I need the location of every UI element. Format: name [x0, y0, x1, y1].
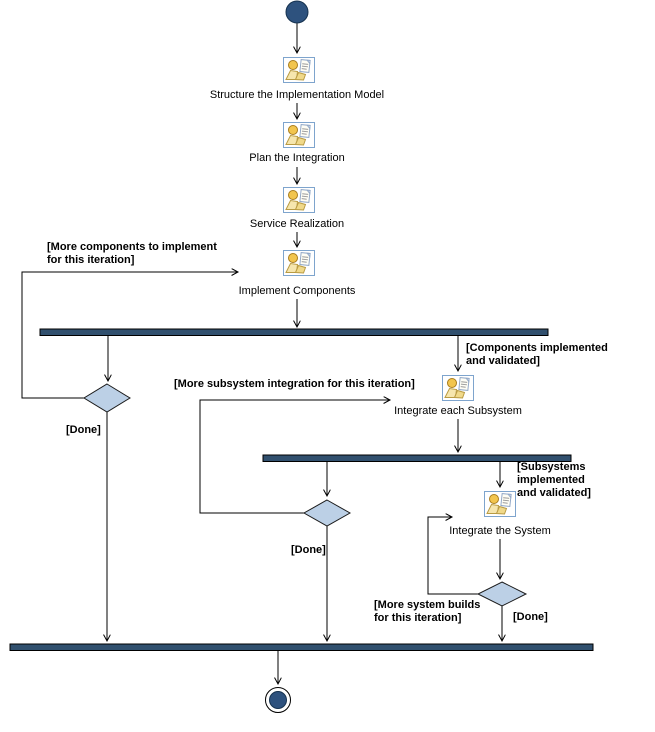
join-bar-bottom: [9, 643, 594, 651]
guard-more-components: [More components to implement for this i…: [47, 241, 217, 266]
decision-diamond-system: [476, 581, 528, 607]
fork-bar-top: [39, 328, 549, 336]
activity-label-implement-components[interactable]: Implement Components: [238, 285, 356, 297]
guard-done-system: [Done]: [513, 611, 548, 623]
guard-done-components: [Done]: [66, 424, 101, 436]
fork-bar-subsystem: [262, 454, 572, 462]
decision-diamond-components: [83, 383, 131, 413]
guard-more-system-builds: [More system builds for this iteration]: [374, 599, 481, 624]
activity-label-plan-the-integration[interactable]: Plan the Integration: [249, 152, 345, 164]
guard-components-validated: [Components implemented and validated]: [466, 342, 608, 367]
worker-with-document-icon[interactable]: [484, 491, 516, 517]
activity-label-integrate-the-system[interactable]: Integrate the System: [449, 525, 551, 537]
worker-with-document-icon[interactable]: [283, 57, 315, 83]
decision-diamond-subsystem: [302, 499, 352, 527]
guard-subsystems-validated: [Subsystems implemented and validated]: [517, 461, 591, 499]
initial-node: [285, 0, 309, 24]
guard-done-subsystem: [Done]: [291, 544, 326, 556]
worker-with-document-icon[interactable]: [283, 187, 315, 213]
activity-label-service-realization[interactable]: Service Realization: [249, 218, 345, 230]
activity-label-integrate-each-subsystem[interactable]: Integrate each Subsystem: [394, 405, 522, 417]
worker-with-document-icon[interactable]: [283, 250, 315, 276]
connector-lines: [21, 23, 502, 684]
worker-with-document-icon[interactable]: [442, 375, 474, 401]
guard-more-subsystem: [More subsystem integration for this ite…: [174, 378, 415, 390]
final-node: [269, 691, 287, 709]
activity-label-structure-implementation-model[interactable]: Structure the Implementation Model: [209, 89, 385, 101]
worker-with-document-icon[interactable]: [283, 122, 315, 148]
